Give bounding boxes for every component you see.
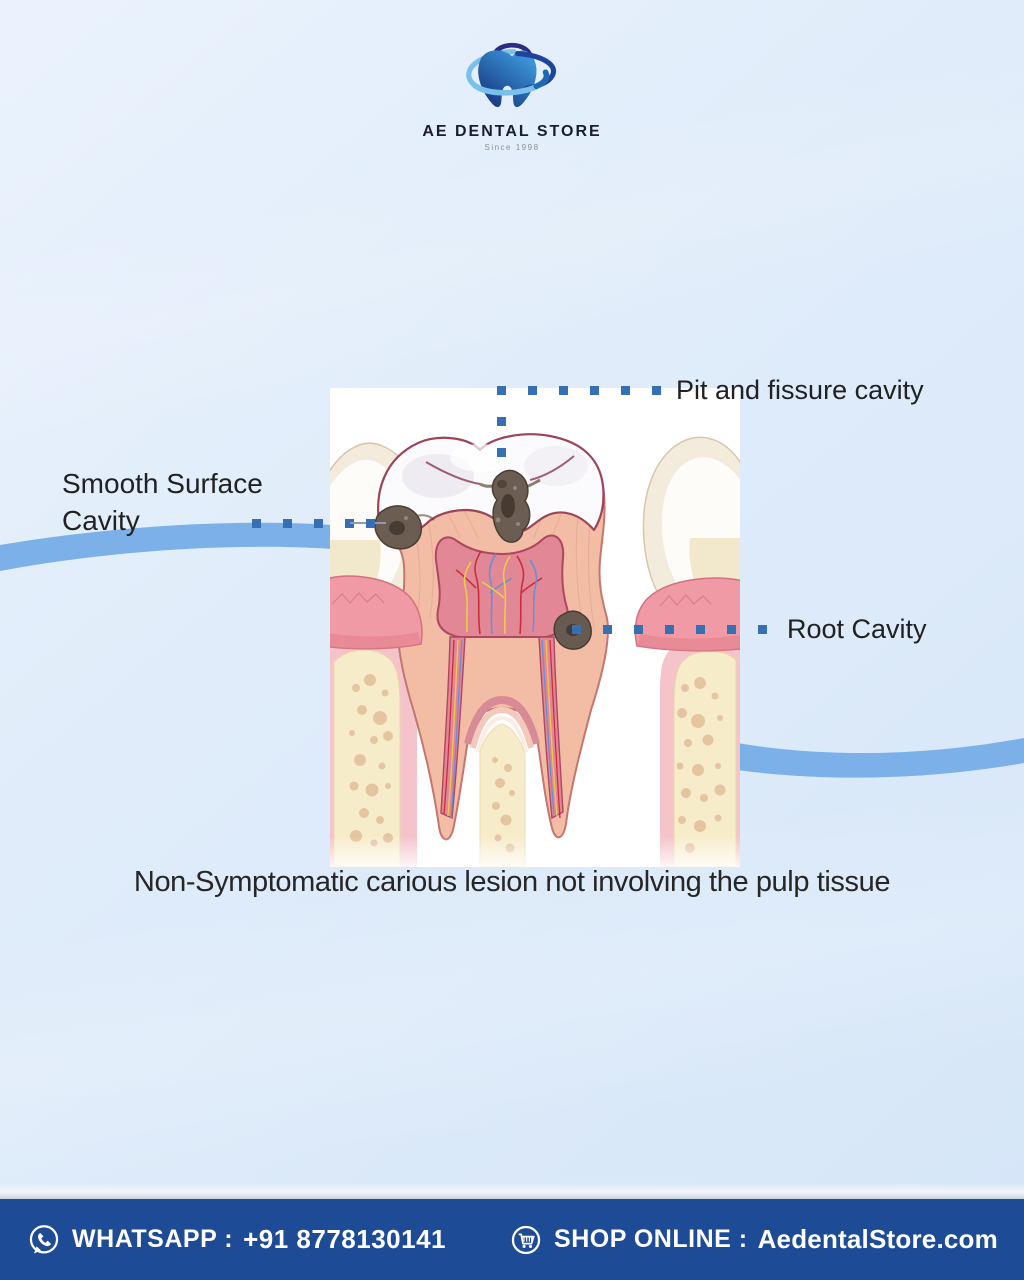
footer-gradient-strip bbox=[0, 1183, 1024, 1199]
root-callout-dots bbox=[572, 625, 768, 634]
footer-bar: WHATSAPP : +91 8778130141 SHOP ONLINE : … bbox=[0, 1199, 1024, 1280]
interradicular-bone bbox=[479, 723, 526, 867]
brand-name: AE DENTAL STORE bbox=[422, 123, 602, 140]
pit-callout-dots bbox=[497, 386, 662, 395]
label-smooth-surface-cavity: Smooth Surface Cavity bbox=[62, 468, 263, 536]
label-root-cavity: Root Cavity bbox=[787, 614, 927, 644]
pulp bbox=[434, 534, 569, 820]
wave-ribbon-right bbox=[737, 738, 1024, 778]
shopping-cart-icon bbox=[511, 1225, 541, 1254]
shop-online-link[interactable]: SHOP ONLINE : AedentalStore.com bbox=[508, 1222, 998, 1258]
tooth-shopping-bag-icon bbox=[466, 43, 557, 108]
smooth-callout-end-dot bbox=[366, 519, 375, 528]
whatsapp-label: WHATSAPP : bbox=[72, 1225, 234, 1253]
whatsapp-contact[interactable]: WHATSAPP : +91 8778130141 bbox=[26, 1222, 446, 1258]
whatsapp-number: +91 8778130141 bbox=[243, 1224, 447, 1254]
smooth-callout-dots bbox=[252, 519, 357, 528]
brand-tagline: Since 1998 bbox=[484, 143, 540, 152]
alveolar-bone bbox=[330, 630, 740, 867]
cavity-occlusal bbox=[479, 469, 541, 543]
shop-online-site: AedentalStore.com bbox=[757, 1224, 998, 1254]
cavity-smooth-surface bbox=[374, 505, 435, 550]
brand-logo: AE DENTAL STORE Since 1998 bbox=[0, 30, 1024, 152]
diagram-caption: Non-Symptomatic carious lesion not invol… bbox=[133, 866, 891, 898]
whatsapp-icon bbox=[29, 1224, 59, 1253]
enamel bbox=[377, 433, 605, 535]
furcation bbox=[464, 695, 540, 753]
pit-callout-vertical-dots bbox=[497, 386, 506, 460]
shop-online-label: SHOP ONLINE : bbox=[554, 1225, 748, 1253]
label-pit-and-fissure-cavity: Pit and fissure cavity bbox=[676, 375, 924, 405]
